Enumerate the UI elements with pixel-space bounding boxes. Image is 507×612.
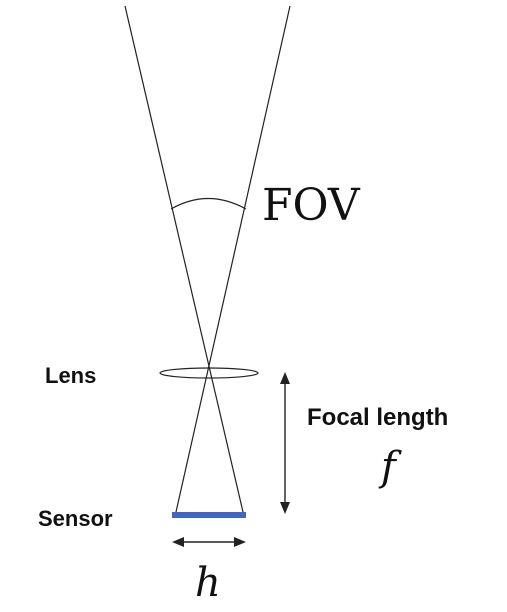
focal-length-label: Focal length xyxy=(307,404,448,431)
sensor-label: Sensor xyxy=(38,506,113,531)
lens-label: Lens xyxy=(45,363,96,388)
fov-label: FOV xyxy=(262,180,361,231)
focal-length-arrow xyxy=(280,372,290,514)
fov-ray-right xyxy=(175,5,291,513)
sensor-width-symbol: h xyxy=(195,560,221,606)
focal-length-symbol: f xyxy=(378,444,402,490)
sensor-bar xyxy=(172,512,246,518)
lens-shape xyxy=(159,367,259,379)
fov-ray-left xyxy=(124,5,244,513)
fov-angle-arc xyxy=(170,197,247,210)
sensor-width-arrow xyxy=(172,537,246,547)
